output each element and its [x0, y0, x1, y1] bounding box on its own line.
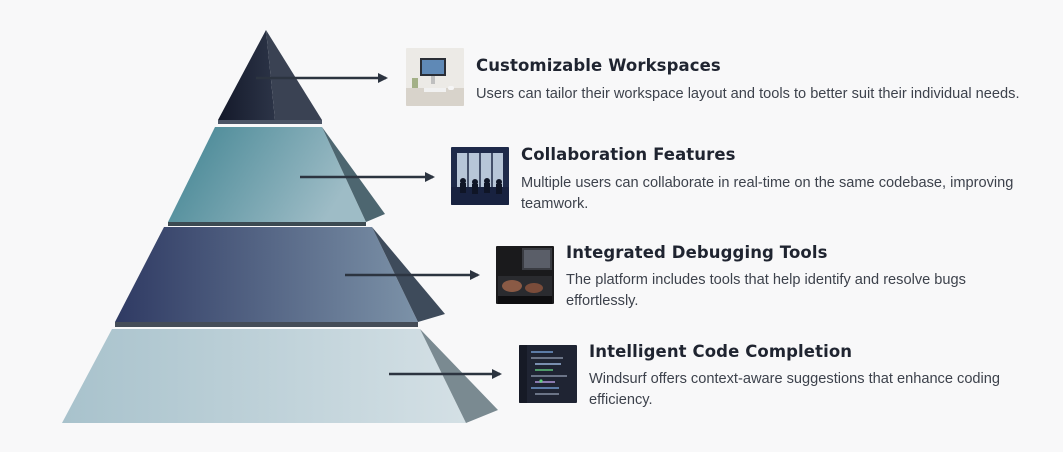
desk-computer-image	[406, 48, 464, 106]
tier-3-title: Integrated Debugging Tools	[566, 243, 828, 262]
pyramid-tier-3	[115, 227, 445, 327]
tier-4-title: Intelligent Code Completion	[589, 342, 853, 361]
tier-1-title: Customizable Workspaces	[476, 56, 721, 75]
code-editor-image	[519, 345, 577, 403]
meeting-room-image	[451, 147, 509, 205]
tier-2-description: Multiple users can collaborate in real-t…	[521, 175, 1014, 212]
tier-2-title: Collaboration Features	[521, 145, 736, 164]
tier-1-description: Users can tailor their workspace layout …	[476, 86, 1020, 102]
tier-3-description: The platform includes tools that help id…	[566, 272, 966, 309]
pyramid-tier-4	[62, 329, 498, 423]
pyramid-tier-1	[218, 30, 322, 124]
keyboard-typing-image	[496, 246, 554, 304]
pyramid-tier-2	[168, 127, 385, 226]
tier-4-description: Windsurf offers context-aware suggestion…	[589, 371, 1001, 408]
